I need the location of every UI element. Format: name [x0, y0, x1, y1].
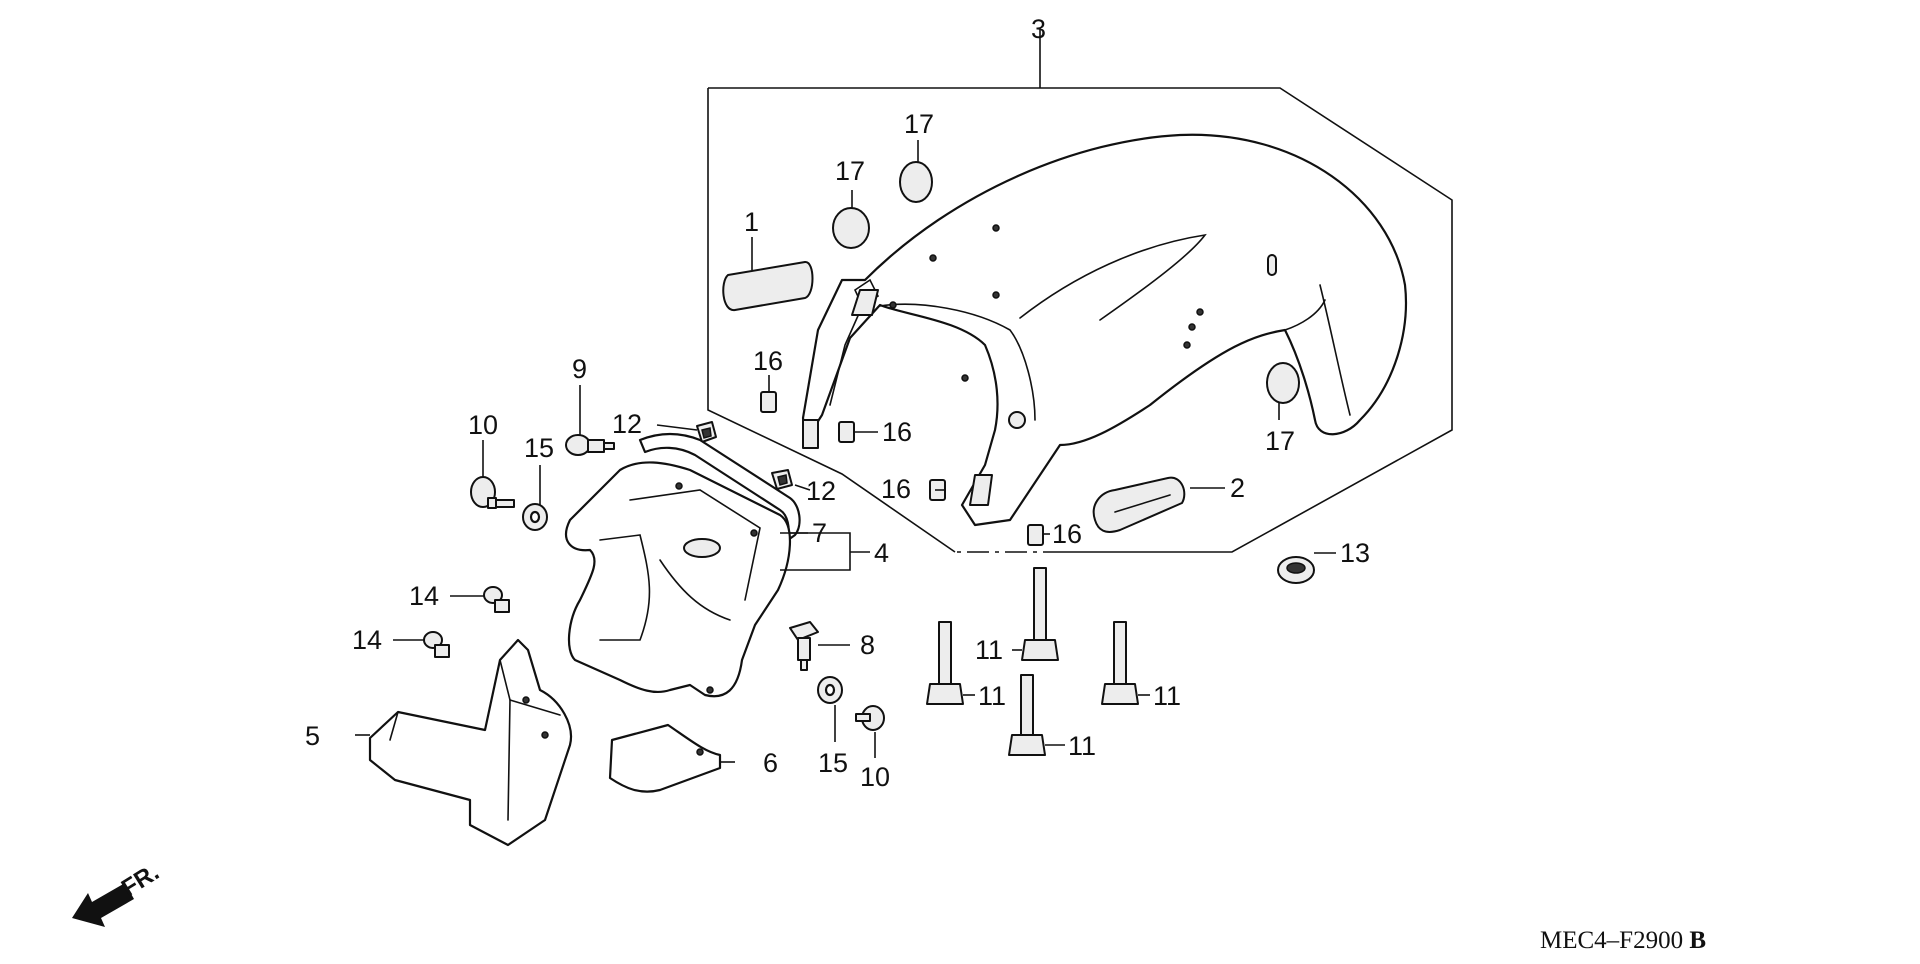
callout-10: 10: [860, 762, 890, 792]
callout-13: 13: [1340, 538, 1370, 568]
part-15-washer: [522, 503, 548, 531]
part-6-plate: [608, 723, 722, 793]
callout-14: 14: [352, 625, 382, 655]
callout-11: 11: [975, 635, 1003, 665]
callout-16: 16: [753, 346, 783, 376]
callout-8: 8: [860, 630, 875, 660]
callout-1: 1: [744, 207, 759, 237]
callout-3: 3: [1031, 14, 1046, 44]
callout-6: 6: [763, 748, 778, 778]
part-10-bolt: [855, 705, 885, 731]
callout-16: 16: [882, 417, 912, 447]
part-14-screw: [483, 586, 510, 613]
callout-11: 11: [1068, 731, 1096, 761]
part-17-cap: [832, 207, 870, 249]
part-16-clip: [760, 391, 777, 413]
part-1-pad: [722, 261, 814, 311]
callout-15: 15: [818, 748, 848, 778]
part-16-clip: [1027, 524, 1044, 546]
part-12-nut: [696, 421, 717, 443]
part-9-grommet: [565, 434, 615, 456]
callout-12: 12: [612, 409, 642, 439]
part-16-clip: [838, 421, 855, 443]
callout-17: 17: [835, 156, 865, 186]
callout-7: 7: [812, 518, 827, 548]
callout-17: 17: [904, 109, 934, 139]
part-11-bolt: [926, 621, 964, 705]
callout-10: 10: [468, 410, 498, 440]
part-11-bolt: [1008, 674, 1046, 756]
callout-16: 16: [881, 474, 911, 504]
part-10-bolt: [470, 476, 515, 509]
callout-11: 11: [978, 681, 1006, 711]
callout-17: 17: [1265, 426, 1295, 456]
part-8-bolt: [789, 621, 819, 671]
callout-11: 11: [1153, 681, 1181, 711]
assembly-boundary: [707, 28, 1453, 553]
callout-4: 4: [874, 538, 889, 568]
part-17-cap: [1266, 362, 1300, 404]
leader-lines: [355, 140, 1336, 763]
callout-12: 12: [806, 476, 836, 506]
part-4-inner-fender: [564, 461, 791, 698]
part-12-nut: [771, 469, 793, 490]
callout-14: 14: [409, 581, 439, 611]
callout-16: 16: [1052, 519, 1082, 549]
part-11-bolt: [1101, 621, 1139, 705]
part-5-flap: [368, 638, 573, 847]
front-direction-arrow: [72, 883, 134, 927]
part-13-grommet: [1277, 556, 1315, 584]
part-17-cap: [899, 161, 933, 203]
part-14-screw: [423, 631, 450, 658]
diagram-code: MEC4–F2900 B: [1540, 927, 1706, 954]
callout-9: 9: [572, 354, 587, 384]
rear-fender: [801, 133, 1407, 527]
part-15-washer: [817, 676, 843, 704]
part-2-reflector: [1092, 476, 1186, 533]
callout-2: 2: [1230, 473, 1245, 503]
callout-5: 5: [305, 721, 320, 751]
callout-15: 15: [524, 433, 554, 463]
part-11-bolt: [1021, 567, 1059, 661]
